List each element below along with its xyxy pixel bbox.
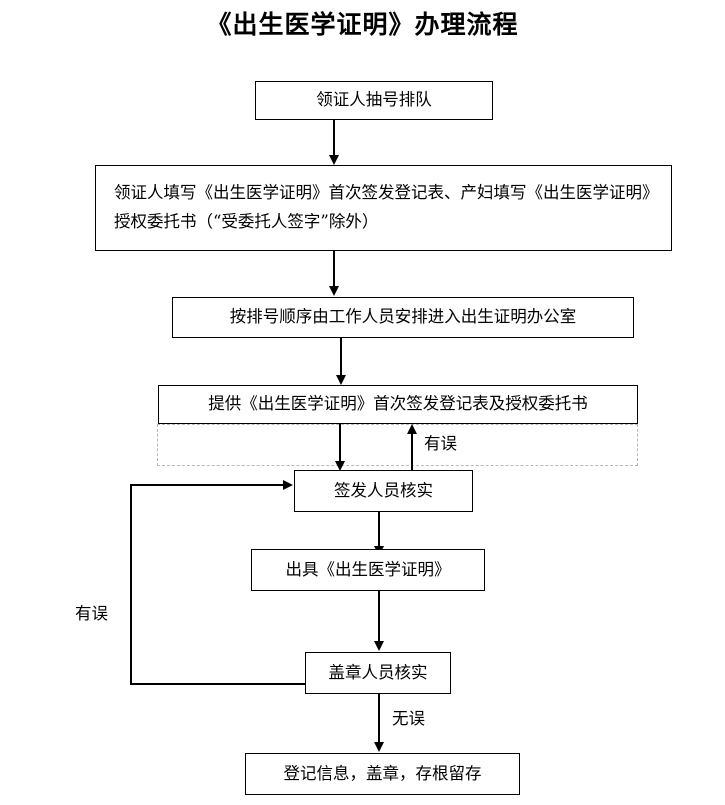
edge-n1-n2-line (333, 120, 335, 156)
edge-n4-n5-line (339, 424, 341, 463)
node-label: 提供《出生医学证明》首次签发登记表及授权委托书 (208, 394, 588, 414)
edge-n7-n8-line (378, 694, 380, 744)
node-register-stamp-archive[interactable]: 登记信息，盖章，存根留存 (245, 753, 520, 795)
node-ticket-queue[interactable]: 领证人抽号排队 (255, 81, 493, 120)
node-label: 领证人抽号排队 (316, 90, 432, 110)
node-stamp-verify[interactable]: 盖章人员核实 (305, 652, 451, 694)
edge-n2-n3-line (333, 251, 335, 287)
edge-n7-n8-arrow (373, 742, 384, 752)
edge-n7-n5-error-vertical (130, 484, 132, 684)
edge-n7-n5-error-top (130, 484, 285, 486)
node-submit-documents[interactable]: 提供《出生医学证明》首次签发登记表及授权委托书 (158, 385, 638, 424)
edge-n3-n4-line (340, 338, 342, 376)
edge-label-issuer-error: 有误 (424, 434, 457, 453)
edge-n1-n2-arrow (328, 155, 339, 165)
page-title: 《出生医学证明》办理流程 (206, 10, 519, 39)
node-label: 出具《出生医学证明》 (285, 559, 451, 579)
node-issuer-verify[interactable]: 签发人员核实 (294, 470, 473, 512)
node-label: 盖章人员核实 (328, 662, 428, 682)
node-fill-forms[interactable]: 领证人填写《出生医学证明》首次签发登记表、产妇填写《出生医学证明》授权委托书（“… (95, 165, 672, 251)
edge-n7-n5-error-arrow (283, 479, 293, 490)
edge-n5-n6-line (378, 512, 380, 548)
node-label: 领证人填写《出生医学证明》首次签发登记表、产妇填写《出生医学证明》授权委托书（“… (114, 183, 651, 231)
edge-n5-n4-error-arrow (406, 424, 417, 434)
edge-n7-n5-error-bottom (130, 683, 306, 685)
edge-n2-n3-arrow (328, 286, 339, 296)
node-label: 按排号顺序由工作人员安排进入出生证明办公室 (229, 307, 577, 327)
edge-label-stamp-ok: 无误 (392, 709, 425, 728)
edge-n4-n5-arrow (334, 461, 345, 471)
edge-n6-n7-line (378, 591, 380, 643)
node-enter-office[interactable]: 按排号顺序由工作人员安排进入出生证明办公室 (172, 297, 634, 338)
node-label: 登记信息，盖章，存根留存 (283, 763, 482, 783)
node-issue-certificate[interactable]: 出具《出生医学证明》 (251, 549, 485, 591)
edge-n6-n7-arrow (373, 641, 384, 651)
edge-n5-n4-error-line (411, 432, 413, 472)
edge-label-stamp-error: 有误 (75, 604, 108, 623)
feedback-region (157, 424, 638, 466)
node-label: 签发人员核实 (334, 480, 433, 500)
edge-n3-n4-arrow (335, 375, 346, 385)
